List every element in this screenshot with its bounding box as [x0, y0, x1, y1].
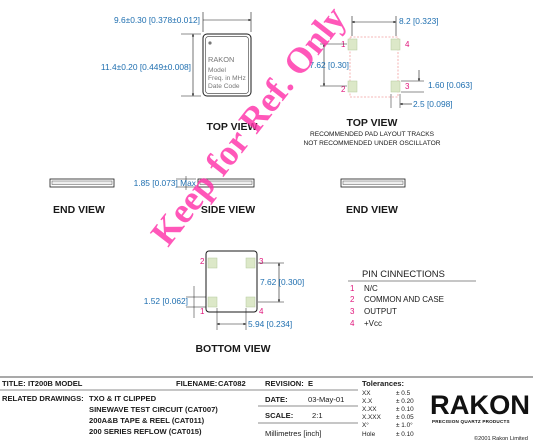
title-value: IT200B MODEL — [28, 379, 83, 388]
top-view-label: TOP VIEW — [207, 121, 258, 133]
date-value: 03-May-01 — [308, 395, 344, 404]
related-line-1: TXO & IT CLIPPED — [89, 394, 157, 403]
pad-num-2: 2 — [341, 85, 346, 94]
tol-row-1-key: XX — [362, 390, 371, 397]
bottom-pad-4 — [245, 296, 256, 308]
top-width-dim: 9.6±0.30 [0.378±0.012] — [114, 15, 200, 25]
pad-layout-label: TOP VIEW — [347, 117, 398, 129]
pad-3 — [390, 80, 401, 93]
title-label: TITLE: — [2, 379, 26, 388]
bottom-pad-num-1: 1 — [200, 307, 205, 316]
tol-row-4-val: ± 0.05 — [396, 414, 414, 421]
pad-num-4: 4 — [405, 40, 410, 49]
bottom-pad-2 — [207, 257, 218, 269]
pin-row-4-name: +Vcc — [364, 319, 382, 328]
tol-row-4-key: X.XXX — [362, 414, 382, 421]
pad-layout-note-2: NOT RECOMMENDED UNDER OSCILLATOR — [303, 140, 440, 147]
rakon-logo: RAKON PRECISION QUARTZ PRODUCTS ©2001 Ra… — [430, 390, 530, 442]
pin-row-2-num: 2 — [350, 295, 355, 304]
tol-row-5-val: ± 1.0° — [396, 421, 413, 429]
pad-4 — [390, 38, 401, 51]
date-label: DATE: — [265, 395, 288, 404]
pad-layout-note-1: RECOMMENDED PAD LAYOUT TRACKS — [310, 131, 435, 138]
end-view-right-label: END VIEW — [346, 204, 398, 216]
top-height-dim: 11.4±0.20 [0.449±0.008] — [101, 62, 191, 72]
pin-row-3-name: OUTPUT — [364, 307, 397, 316]
bottom-width-dim: 5.94 [0.234] — [248, 319, 292, 329]
scale-label: SCALE: — [265, 411, 293, 420]
top-view-package — [202, 33, 252, 97]
top-view: RAKON Model Freq. in MHz Date Code 9.6±0… — [101, 12, 258, 133]
end-view-left-label: END VIEW — [53, 204, 105, 216]
tol-row-6-key: Hole — [362, 431, 376, 438]
tol-row-2-val: ± 0.20 — [396, 398, 414, 405]
tol-row-3-val: ± 0.10 — [396, 406, 414, 413]
pin-row-1-name: N/C — [364, 284, 378, 293]
bottom-view-package — [205, 250, 258, 313]
side-view-label: SIDE VIEW — [201, 204, 255, 216]
revision-value: E — [308, 379, 313, 388]
pin-row-3-num: 3 — [350, 307, 355, 316]
pad-num-3: 3 — [405, 82, 410, 91]
pin-row-1-num: 1 — [350, 284, 355, 293]
related-label: RELATED DRAWINGS: — [2, 394, 84, 403]
related-line-4: 200 SERIES REFLOW (CAT015) — [89, 427, 202, 436]
logo-tagline: PRECISION QUARTZ PRODUCTS — [432, 419, 510, 424]
bottom-pad-num-4: 4 — [259, 307, 264, 316]
tolerances-title: Tolerances: — [362, 379, 404, 388]
chip-line-model: Model — [208, 67, 226, 74]
tol-row-6-val: ± 0.10 — [396, 431, 414, 438]
end-view-left-inner — [51, 180, 113, 185]
end-view-right: END VIEW — [340, 178, 406, 216]
pad-width-dim: 8.2 [0.323] — [399, 16, 439, 26]
revision-label: REVISION: — [265, 379, 304, 388]
pin-row-4-num: 4 — [350, 319, 355, 328]
pad-1 — [347, 38, 358, 51]
pin-row-2-name: COMMON AND CASE — [364, 295, 444, 304]
tol-row-5-key: X° — [362, 421, 369, 429]
title-block: TITLE: IT200B MODEL FILENAME: CAT082 REV… — [0, 376, 533, 438]
bottom-view-label: BOTTOM VIEW — [195, 343, 270, 355]
bottom-view: 2 3 1 4 7.62 [0.300] 1.52 [0.062] 5.94 [… — [144, 250, 304, 355]
units-label: Millimetres [inch] — [265, 429, 322, 438]
chip-line-freq: Freq. in MHz — [208, 75, 246, 82]
related-line-3: 200A&B TAPE & REEL (CAT011) — [89, 416, 205, 425]
pin-connections: PIN CINNECTIONS 1 N/C 2 COMMON AND CASE … — [348, 268, 476, 328]
pad-height-dim: 7.62 [0.30] — [309, 60, 349, 70]
bottom-height-dim: 7.62 [0.300] — [260, 277, 304, 287]
tol-row-2-key: X.X — [362, 398, 373, 405]
side-height-dim: 1.85 [0.073] Max — [134, 178, 197, 188]
pad-2 — [347, 80, 358, 93]
side-view-inner — [199, 180, 253, 185]
pad-layout-view: 1 4 2 3 8.2 [0.323] 7.62 [0.30] 1.60 [0.… — [303, 16, 472, 147]
tol-row-1-val: ± 0.5 — [396, 390, 411, 397]
scale-value: 2:1 — [312, 411, 323, 420]
end-view-right-inner — [342, 180, 404, 185]
end-view-left: END VIEW — [49, 178, 115, 216]
tol-row-3-key: X.XX — [362, 406, 377, 413]
pad-h-dim: 1.60 [0.063] — [428, 80, 472, 90]
bottom-pad-3 — [245, 257, 256, 269]
chip-line-date: Date Code — [208, 83, 240, 90]
tolerances: Tolerances: XX ± 0.5 X.X ± 0.20 X.XX ± 0… — [362, 379, 414, 438]
filename-value: CAT082 — [218, 379, 246, 388]
pad-num-1: 1 — [341, 40, 346, 49]
bottom-pad-dim: 1.52 [0.062] — [144, 296, 188, 306]
logo-copyright: ©2001 Rakon Limited — [474, 435, 528, 442]
top-view-package-inner — [205, 36, 249, 94]
bottom-pad-num-3: 3 — [259, 257, 264, 266]
pad-layout-outline — [349, 36, 399, 98]
filename-label: FILENAME: — [176, 379, 217, 388]
side-view: 1.85 [0.073] Max SIDE VIEW — [134, 176, 255, 216]
chip-brand: RAKON — [208, 55, 234, 64]
logo-wordmark: RAKON — [430, 390, 530, 420]
bottom-pad-num-2: 2 — [200, 257, 205, 266]
bottom-pad-1 — [207, 296, 218, 308]
related-line-2: SINEWAVE TEST CIRCUIT (CAT007) — [89, 405, 218, 414]
pin1-marker-icon — [208, 41, 212, 45]
pin-connections-title: PIN CINNECTIONS — [362, 268, 445, 279]
pad-w-dim: 2.5 [0.098] — [413, 99, 453, 109]
